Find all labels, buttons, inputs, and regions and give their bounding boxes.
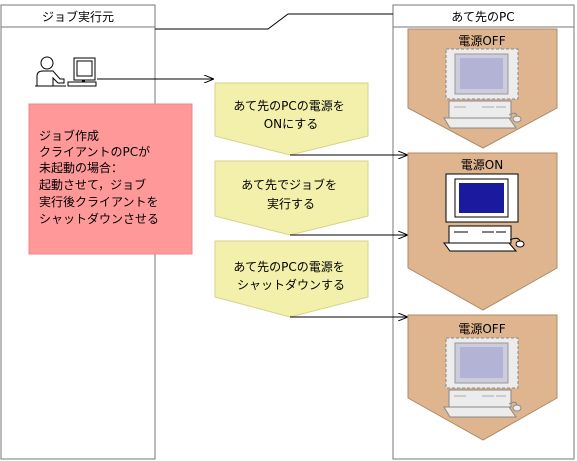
network-line xyxy=(155,13,393,30)
note-line: 実行後クライアントを xyxy=(39,194,159,209)
note-box xyxy=(28,103,193,255)
user-at-computer-icon xyxy=(35,56,97,87)
desktop-computer-icon xyxy=(443,173,525,252)
desktop-computer-icon xyxy=(443,337,522,418)
desktop-computer-icon xyxy=(443,48,522,129)
pc-state-2-label: 電源ON xyxy=(461,158,503,172)
step-1-shape xyxy=(214,82,369,156)
note-line: 未起動の場合： xyxy=(39,160,123,175)
step-3-shape xyxy=(214,240,369,318)
destination-title: あて先のPC xyxy=(451,10,514,24)
pc-state-3-label: 電源OFF xyxy=(458,322,505,336)
note-text: ジョブ作成 クライアントのPCが 未起動の場合： 起動させて，ジョブ 実行後クラ… xyxy=(39,128,162,226)
job-source-title: ジョブ実行元 xyxy=(42,9,114,24)
step-3-text: あて先のPCの電源を シャットダウンする xyxy=(233,260,348,292)
note-line: ジョブ作成 xyxy=(39,128,99,143)
note-line: 起動させて，ジョブ xyxy=(39,177,146,192)
step-2-text: あて先でジョブを 実行する xyxy=(241,177,341,211)
pc-state-1-label: 電源OFF xyxy=(458,34,505,48)
step-2-shape xyxy=(214,160,369,236)
note-line: シャットダウンさせる xyxy=(39,211,159,226)
step-1-text: あて先のPCの電源を ONにする xyxy=(233,99,348,131)
note-line: クライアントのPCが xyxy=(39,144,150,159)
